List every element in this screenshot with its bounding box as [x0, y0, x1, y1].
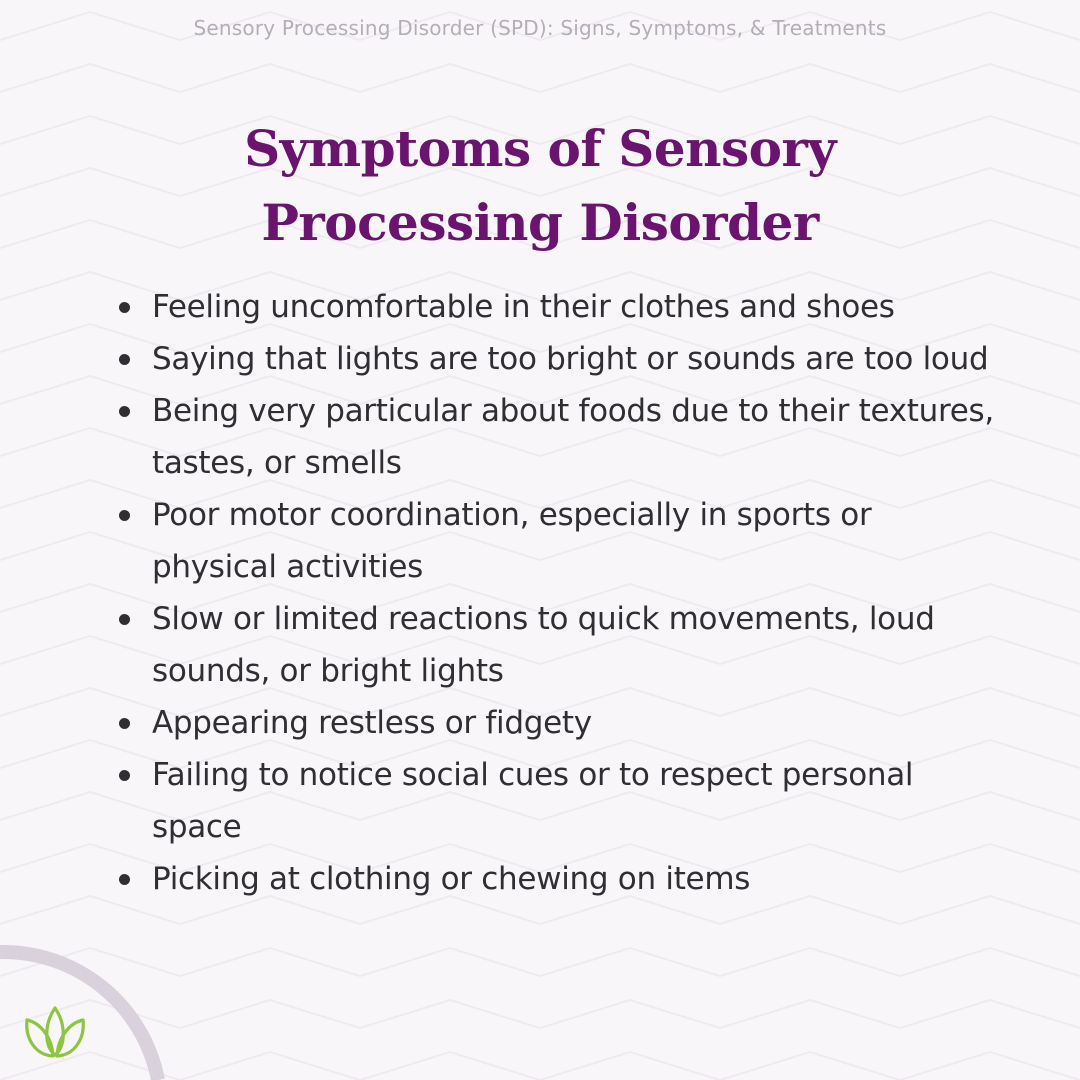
symptom-text: Picking at clothing or chewing on items — [152, 861, 751, 897]
bullet-icon — [119, 302, 130, 313]
symptom-list: Feeling uncomfortable in their clothes a… — [115, 281, 1005, 905]
series-subtitle: Sensory Processing Disorder (SPD): Signs… — [193, 16, 887, 40]
symptom-text: Failing to notice social cues or to resp… — [152, 757, 914, 845]
leaf-logo-icon — [25, 1006, 85, 1058]
list-item: Being very particular about foods due to… — [115, 385, 1005, 489]
bullet-icon — [119, 614, 130, 625]
symptom-text: Appearing restless or fidgety — [152, 705, 592, 741]
bullet-icon — [119, 874, 130, 885]
list-item: Poor motor coordination, especially in s… — [115, 489, 1005, 593]
list-item: Feeling uncomfortable in their clothes a… — [115, 281, 1005, 333]
bullet-icon — [119, 354, 130, 365]
list-item: Saying that lights are too bright or sou… — [115, 333, 1005, 385]
symptom-text: Poor motor coordination, especially in s… — [152, 497, 872, 585]
list-item: Slow or limited reactions to quick movem… — [115, 593, 1005, 697]
page-title: Symptoms of Sensory Processing Disorder — [244, 119, 836, 252]
bullet-icon — [119, 510, 130, 521]
symptom-text: Slow or limited reactions to quick movem… — [152, 601, 935, 689]
bullet-icon — [119, 770, 130, 781]
symptom-text: Feeling uncomfortable in their clothes a… — [152, 289, 895, 325]
list-item: Picking at clothing or chewing on items — [115, 853, 1005, 905]
symptom-text: Saying that lights are too bright or sou… — [152, 341, 989, 377]
symptom-text: Being very particular about foods due to… — [152, 393, 994, 481]
list-item: Failing to notice social cues or to resp… — [115, 749, 1005, 853]
list-item: Appearing restless or fidgety — [115, 697, 1005, 749]
bullet-icon — [119, 406, 130, 417]
corner-arc-decoration — [0, 944, 165, 1080]
bullet-icon — [119, 718, 130, 729]
